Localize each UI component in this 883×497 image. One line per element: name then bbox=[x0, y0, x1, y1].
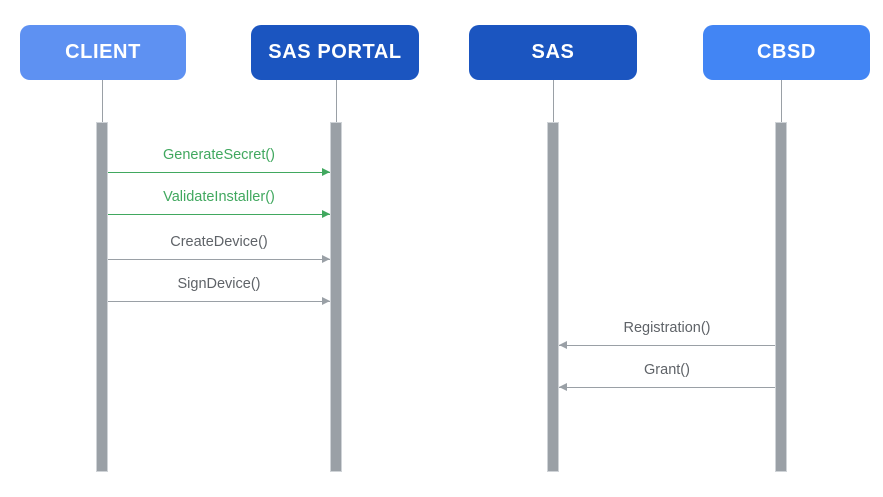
message-arrowhead-grant bbox=[559, 383, 567, 391]
message-line-sign-device bbox=[108, 301, 330, 302]
message-line-validate-installer bbox=[108, 214, 330, 215]
message-arrowhead-generate-secret bbox=[322, 168, 330, 176]
message-arrowhead-sign-device bbox=[322, 297, 330, 305]
lifeline-cbsd bbox=[780, 80, 782, 122]
message-label-grant: Grant() bbox=[644, 362, 690, 378]
activation-bar-sas bbox=[547, 122, 559, 472]
message-line-registration bbox=[559, 345, 775, 346]
message-arrowhead-validate-installer bbox=[322, 210, 330, 218]
message-arrowhead-create-device bbox=[322, 255, 330, 263]
message-label-sign-device: SignDevice() bbox=[177, 276, 261, 292]
activation-bar-client bbox=[96, 122, 108, 472]
participant-label-sas-portal: SAS PORTAL bbox=[268, 41, 402, 63]
participant-box-cbsd[interactable]: CBSD bbox=[703, 25, 870, 80]
message-arrowhead-registration bbox=[559, 341, 567, 349]
message-label-create-device: CreateDevice() bbox=[170, 234, 268, 250]
participant-box-client[interactable]: CLIENT bbox=[20, 25, 186, 80]
message-line-create-device bbox=[108, 259, 330, 260]
message-line-generate-secret bbox=[108, 172, 330, 173]
message-label-validate-installer: ValidateInstaller() bbox=[163, 189, 275, 205]
participant-box-sas[interactable]: SAS bbox=[469, 25, 637, 80]
participant-label-client: CLIENT bbox=[65, 41, 141, 63]
participant-label-sas: SAS bbox=[531, 41, 575, 63]
activation-bar-cbsd bbox=[775, 122, 787, 472]
participant-box-sas-portal[interactable]: SAS PORTAL bbox=[251, 25, 419, 80]
lifeline-sas-portal bbox=[335, 80, 337, 122]
activation-bar-sas-portal bbox=[330, 122, 342, 472]
message-label-registration: Registration() bbox=[623, 320, 711, 336]
lifeline-sas bbox=[552, 80, 554, 122]
participant-label-cbsd: CBSD bbox=[756, 41, 817, 63]
lifeline-client bbox=[101, 80, 103, 122]
message-label-generate-secret: GenerateSecret() bbox=[162, 147, 276, 163]
message-line-grant bbox=[559, 387, 775, 388]
